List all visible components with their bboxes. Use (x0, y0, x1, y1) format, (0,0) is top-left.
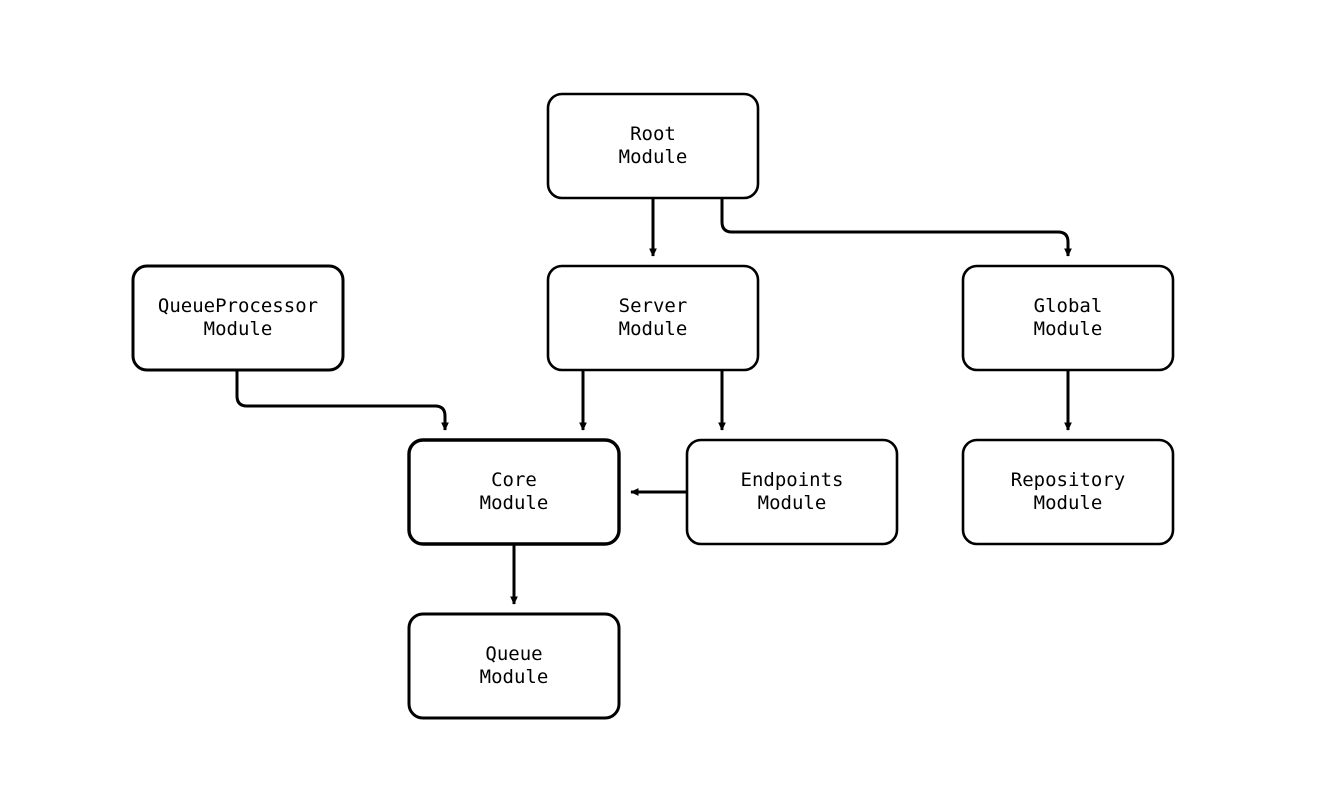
edge-layer (235, 198, 1072, 605)
node-layer (131, 92, 1175, 720)
node-box-core[interactable] (407, 438, 621, 546)
edge-queueprocessor-core (235, 370, 449, 431)
node-box-endpoints[interactable] (685, 438, 899, 546)
node-box-repository[interactable] (961, 438, 1175, 546)
edge-root-global (720, 198, 1072, 257)
node-box-queue[interactable] (407, 612, 621, 720)
node-box-server[interactable] (546, 264, 760, 372)
node-box-global[interactable] (961, 264, 1175, 372)
node-box-root[interactable] (546, 92, 760, 200)
node-box-queueprocessor[interactable] (131, 264, 345, 372)
